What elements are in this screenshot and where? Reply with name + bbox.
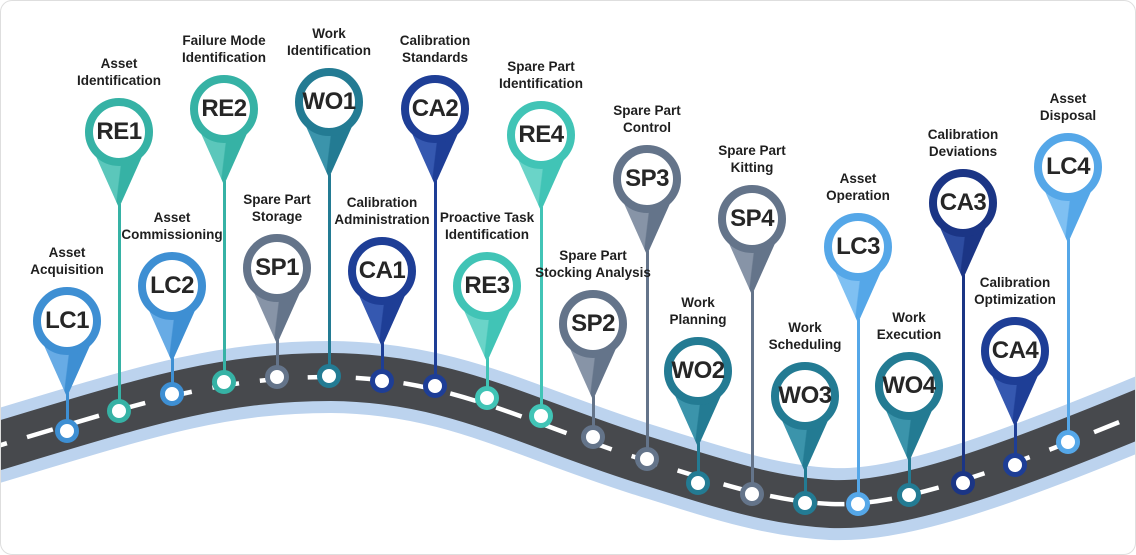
road <box>1 340 1135 541</box>
